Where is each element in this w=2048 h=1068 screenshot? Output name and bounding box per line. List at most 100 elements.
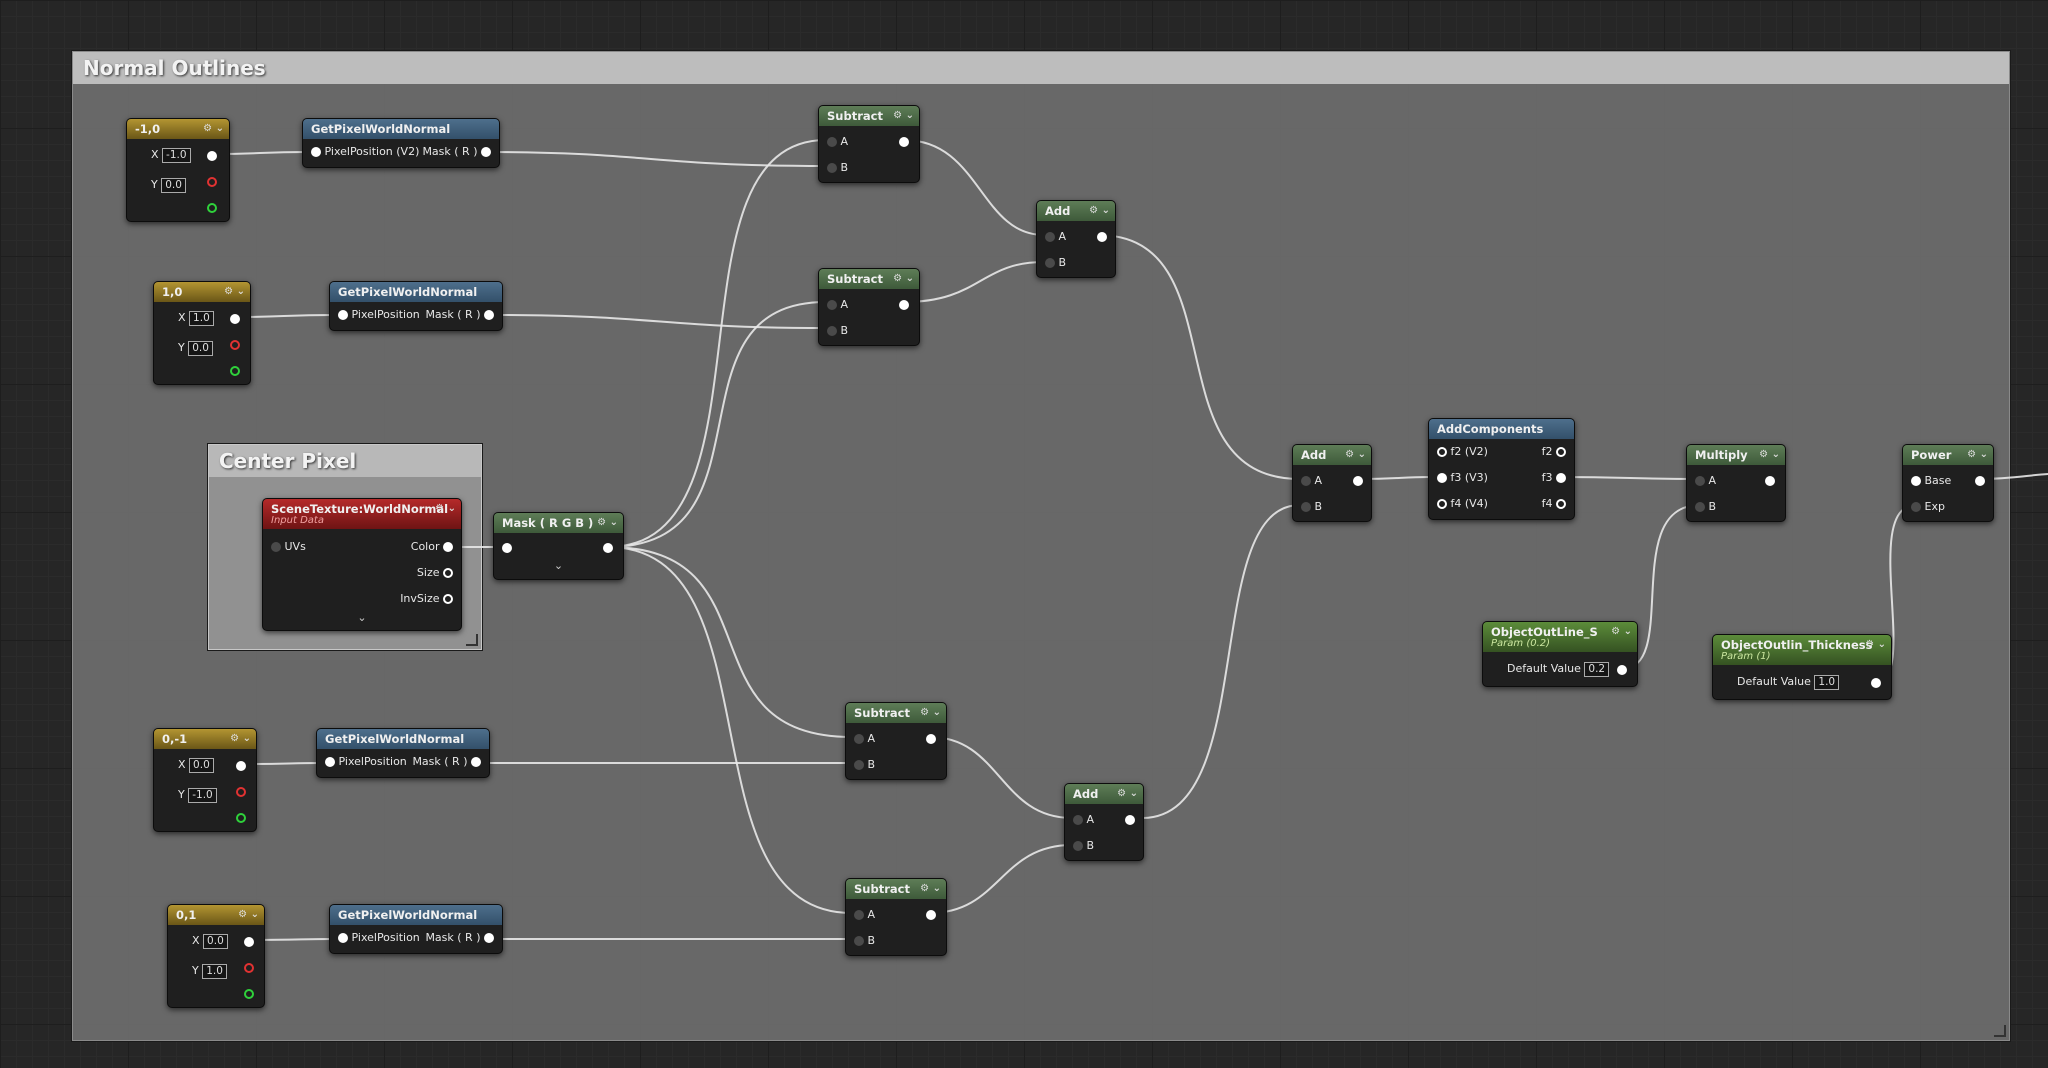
input-pin-a[interactable] — [854, 734, 864, 744]
input-pin[interactable] — [325, 757, 335, 767]
input-pin-b[interactable] — [1695, 502, 1705, 512]
output-pin-g[interactable] — [207, 203, 217, 213]
node-header[interactable]: -1,0⚙ ⌄ — [127, 119, 229, 139]
input-pin-a[interactable] — [1073, 815, 1083, 825]
expand-arrow-icon[interactable]: ⌄ — [357, 611, 367, 624]
node-header[interactable]: Subtract⚙ ⌄ — [846, 879, 946, 899]
constant-node-0-1[interactable]: 0,1⚙ ⌄ X 0.0 Y 1.0 — [167, 904, 265, 1008]
input-pin[interactable] — [338, 310, 348, 320]
subtract-node[interactable]: Subtract⚙ ⌄ A B — [818, 268, 920, 346]
output-pin[interactable] — [603, 543, 613, 553]
node-options-icon[interactable]: ⚙ ⌄ — [238, 909, 259, 920]
output-pin[interactable] — [230, 314, 240, 324]
output-pin[interactable] — [899, 300, 909, 310]
node-header[interactable]: Multiply⚙ ⌄ — [1687, 445, 1785, 465]
get-pixel-world-normal-node[interactable]: GetPixelWorldNormal PixelPosition Mask (… — [329, 904, 503, 954]
output-pin[interactable] — [1556, 473, 1566, 483]
node-options-icon[interactable]: ⚙ ⌄ — [1345, 449, 1366, 460]
input-pin[interactable] — [1437, 473, 1447, 483]
add-components-node[interactable]: AddComponents f2 (V2) f3 (V3) f4 (V4) f2… — [1428, 418, 1575, 520]
output-pin[interactable] — [1975, 476, 1985, 486]
default-value-field[interactable]: 0.2 — [1584, 661, 1610, 677]
node-header[interactable]: Add⚙ ⌄ — [1293, 445, 1371, 465]
get-pixel-world-normal-node[interactable]: GetPixelWorldNormal PixelPosition (V2) M… — [302, 118, 500, 168]
input-pin-b[interactable] — [1045, 258, 1055, 268]
y-value-field[interactable]: -1.0 — [188, 787, 217, 803]
output-pin-r[interactable] — [236, 787, 246, 797]
default-value-field[interactable]: 1.0 — [1814, 674, 1840, 690]
input-pin-b[interactable] — [854, 936, 864, 946]
node-options-icon[interactable]: ⚙ ⌄ — [597, 517, 618, 528]
output-pin[interactable] — [244, 937, 254, 947]
output-pin[interactable] — [1871, 678, 1881, 688]
output-pin[interactable] — [1097, 232, 1107, 242]
node-options-icon[interactable]: ⚙ ⌄ — [1089, 205, 1110, 216]
node-options-icon[interactable]: ⚙ ⌄ — [1865, 639, 1886, 650]
output-pin[interactable] — [1617, 665, 1627, 675]
output-pin[interactable] — [443, 594, 453, 604]
comment-title[interactable]: Center Pixel — [209, 445, 481, 477]
constant-node-m1-0[interactable]: -1,0⚙ ⌄ X -1.0 Y 0.0 — [126, 118, 230, 222]
input-pin-a[interactable] — [827, 137, 837, 147]
input-pin[interactable] — [271, 542, 281, 552]
input-pin-b[interactable] — [854, 760, 864, 770]
resize-handle-icon[interactable] — [1994, 1025, 2006, 1037]
input-pin[interactable] — [1437, 447, 1447, 457]
y-value-field[interactable]: 0.0 — [188, 340, 213, 356]
input-pin[interactable] — [338, 933, 348, 943]
add-node[interactable]: Add⚙ ⌄ A B — [1292, 444, 1372, 522]
mask-rgb-node[interactable]: Mask ( R G B )⚙ ⌄ ⌄ — [493, 512, 624, 580]
subtract-node[interactable]: Subtract⚙ ⌄ A B — [818, 105, 920, 183]
output-pin[interactable] — [207, 151, 217, 161]
input-pin-a[interactable] — [854, 910, 864, 920]
multiply-node[interactable]: Multiply⚙ ⌄ A B — [1686, 444, 1786, 522]
node-header[interactable]: 1,0⚙ ⌄ — [154, 282, 250, 302]
add-node[interactable]: Add⚙ ⌄ A B — [1036, 200, 1116, 278]
input-pin-base[interactable] — [1911, 476, 1921, 486]
node-options-icon[interactable]: ⚙ ⌄ — [893, 273, 914, 284]
add-node[interactable]: Add⚙ ⌄ A B — [1064, 783, 1144, 861]
output-pin[interactable] — [1556, 447, 1566, 457]
node-header[interactable]: GetPixelWorldNormal — [303, 119, 499, 139]
node-header[interactable]: Subtract⚙ ⌄ — [846, 703, 946, 723]
node-options-icon[interactable]: ⚙ ⌄ — [920, 707, 941, 718]
node-options-icon[interactable]: ⚙ ⌄ — [893, 110, 914, 121]
output-pin[interactable] — [899, 137, 909, 147]
output-pin-g[interactable] — [244, 989, 254, 999]
output-pin-g[interactable] — [230, 366, 240, 376]
output-pin[interactable] — [1556, 499, 1566, 509]
resize-handle-icon[interactable] — [466, 634, 478, 646]
output-pin-r[interactable] — [244, 963, 254, 973]
input-pin-b[interactable] — [827, 163, 837, 173]
node-options-icon[interactable]: ⚙ ⌄ — [224, 286, 245, 297]
output-pin[interactable] — [236, 761, 246, 771]
output-pin[interactable] — [484, 933, 494, 943]
node-header[interactable]: Power⚙ ⌄ — [1903, 445, 1993, 465]
subtract-node[interactable]: Subtract⚙ ⌄ A B — [845, 878, 947, 956]
input-pin-a[interactable] — [827, 300, 837, 310]
input-pin-exp[interactable] — [1911, 502, 1921, 512]
output-pin[interactable] — [443, 542, 453, 552]
input-pin-b[interactable] — [1073, 841, 1083, 851]
power-node[interactable]: Power⚙ ⌄ Base Exp — [1902, 444, 1994, 522]
output-pin[interactable] — [926, 910, 936, 920]
x-value-field[interactable]: -1.0 — [162, 147, 191, 163]
input-pin-a[interactable] — [1301, 476, 1311, 486]
constant-node-0-m1[interactable]: 0,-1⚙ ⌄ X 0.0 Y -1.0 — [153, 728, 257, 832]
input-pin[interactable] — [1437, 499, 1447, 509]
input-pin-b[interactable] — [1301, 502, 1311, 512]
node-header[interactable]: AddComponents — [1429, 419, 1574, 439]
output-pin[interactable] — [926, 734, 936, 744]
get-pixel-world-normal-node[interactable]: GetPixelWorldNormal PixelPosition Mask (… — [329, 281, 503, 331]
node-options-icon[interactable]: ⚙ ⌄ — [1611, 626, 1632, 637]
output-pin-g[interactable] — [236, 813, 246, 823]
node-options-icon[interactable]: ⚙ ⌄ — [1759, 449, 1780, 460]
node-options-icon[interactable]: ⚙ ⌄ — [1117, 788, 1138, 799]
node-header[interactable]: GetPixelWorldNormal — [330, 282, 502, 302]
